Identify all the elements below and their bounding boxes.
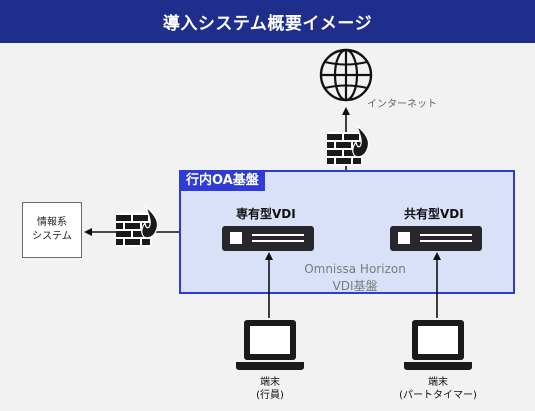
terminal-staff-label-line2: (行員) — [256, 390, 284, 401]
firewall-icon — [116, 205, 159, 247]
info-system-label-line1: 情報系 — [37, 217, 67, 228]
terminal-staff-label: 端末 (行員) — [220, 376, 320, 402]
internet-label: インターネット — [367, 99, 437, 110]
terminal-parttimer-label: 端末 (パートタイマー) — [378, 376, 498, 402]
diagram-title: 導入システム概要イメージ — [162, 14, 373, 34]
firewall-icon — [327, 124, 370, 166]
vdi-platform-subtitle: VDI基盤 — [332, 279, 378, 293]
terminal-parttimer-label-line1: 端末 — [428, 377, 448, 388]
shared-vdi-label: 共有型VDI — [404, 207, 464, 221]
title-bar: 導入システム概要イメージ — [0, 0, 535, 43]
server-icon — [390, 226, 482, 251]
info-system-label-line2: システム — [32, 231, 72, 242]
globe-icon — [319, 48, 373, 102]
oa-platform-label: 行内OA基盤 — [180, 171, 265, 191]
laptop-icon — [404, 320, 472, 370]
laptop-icon — [236, 320, 304, 370]
info-system-box: 情報系 システム — [22, 202, 82, 258]
dedicated-vdi-label: 専有型VDI — [236, 207, 296, 221]
server-icon — [222, 226, 314, 251]
vdi-platform-name: Omnissa Horizon — [304, 262, 406, 276]
terminal-staff-label-line1: 端末 — [260, 377, 280, 388]
terminal-parttimer-label-line2: (パートタイマー) — [399, 390, 477, 401]
